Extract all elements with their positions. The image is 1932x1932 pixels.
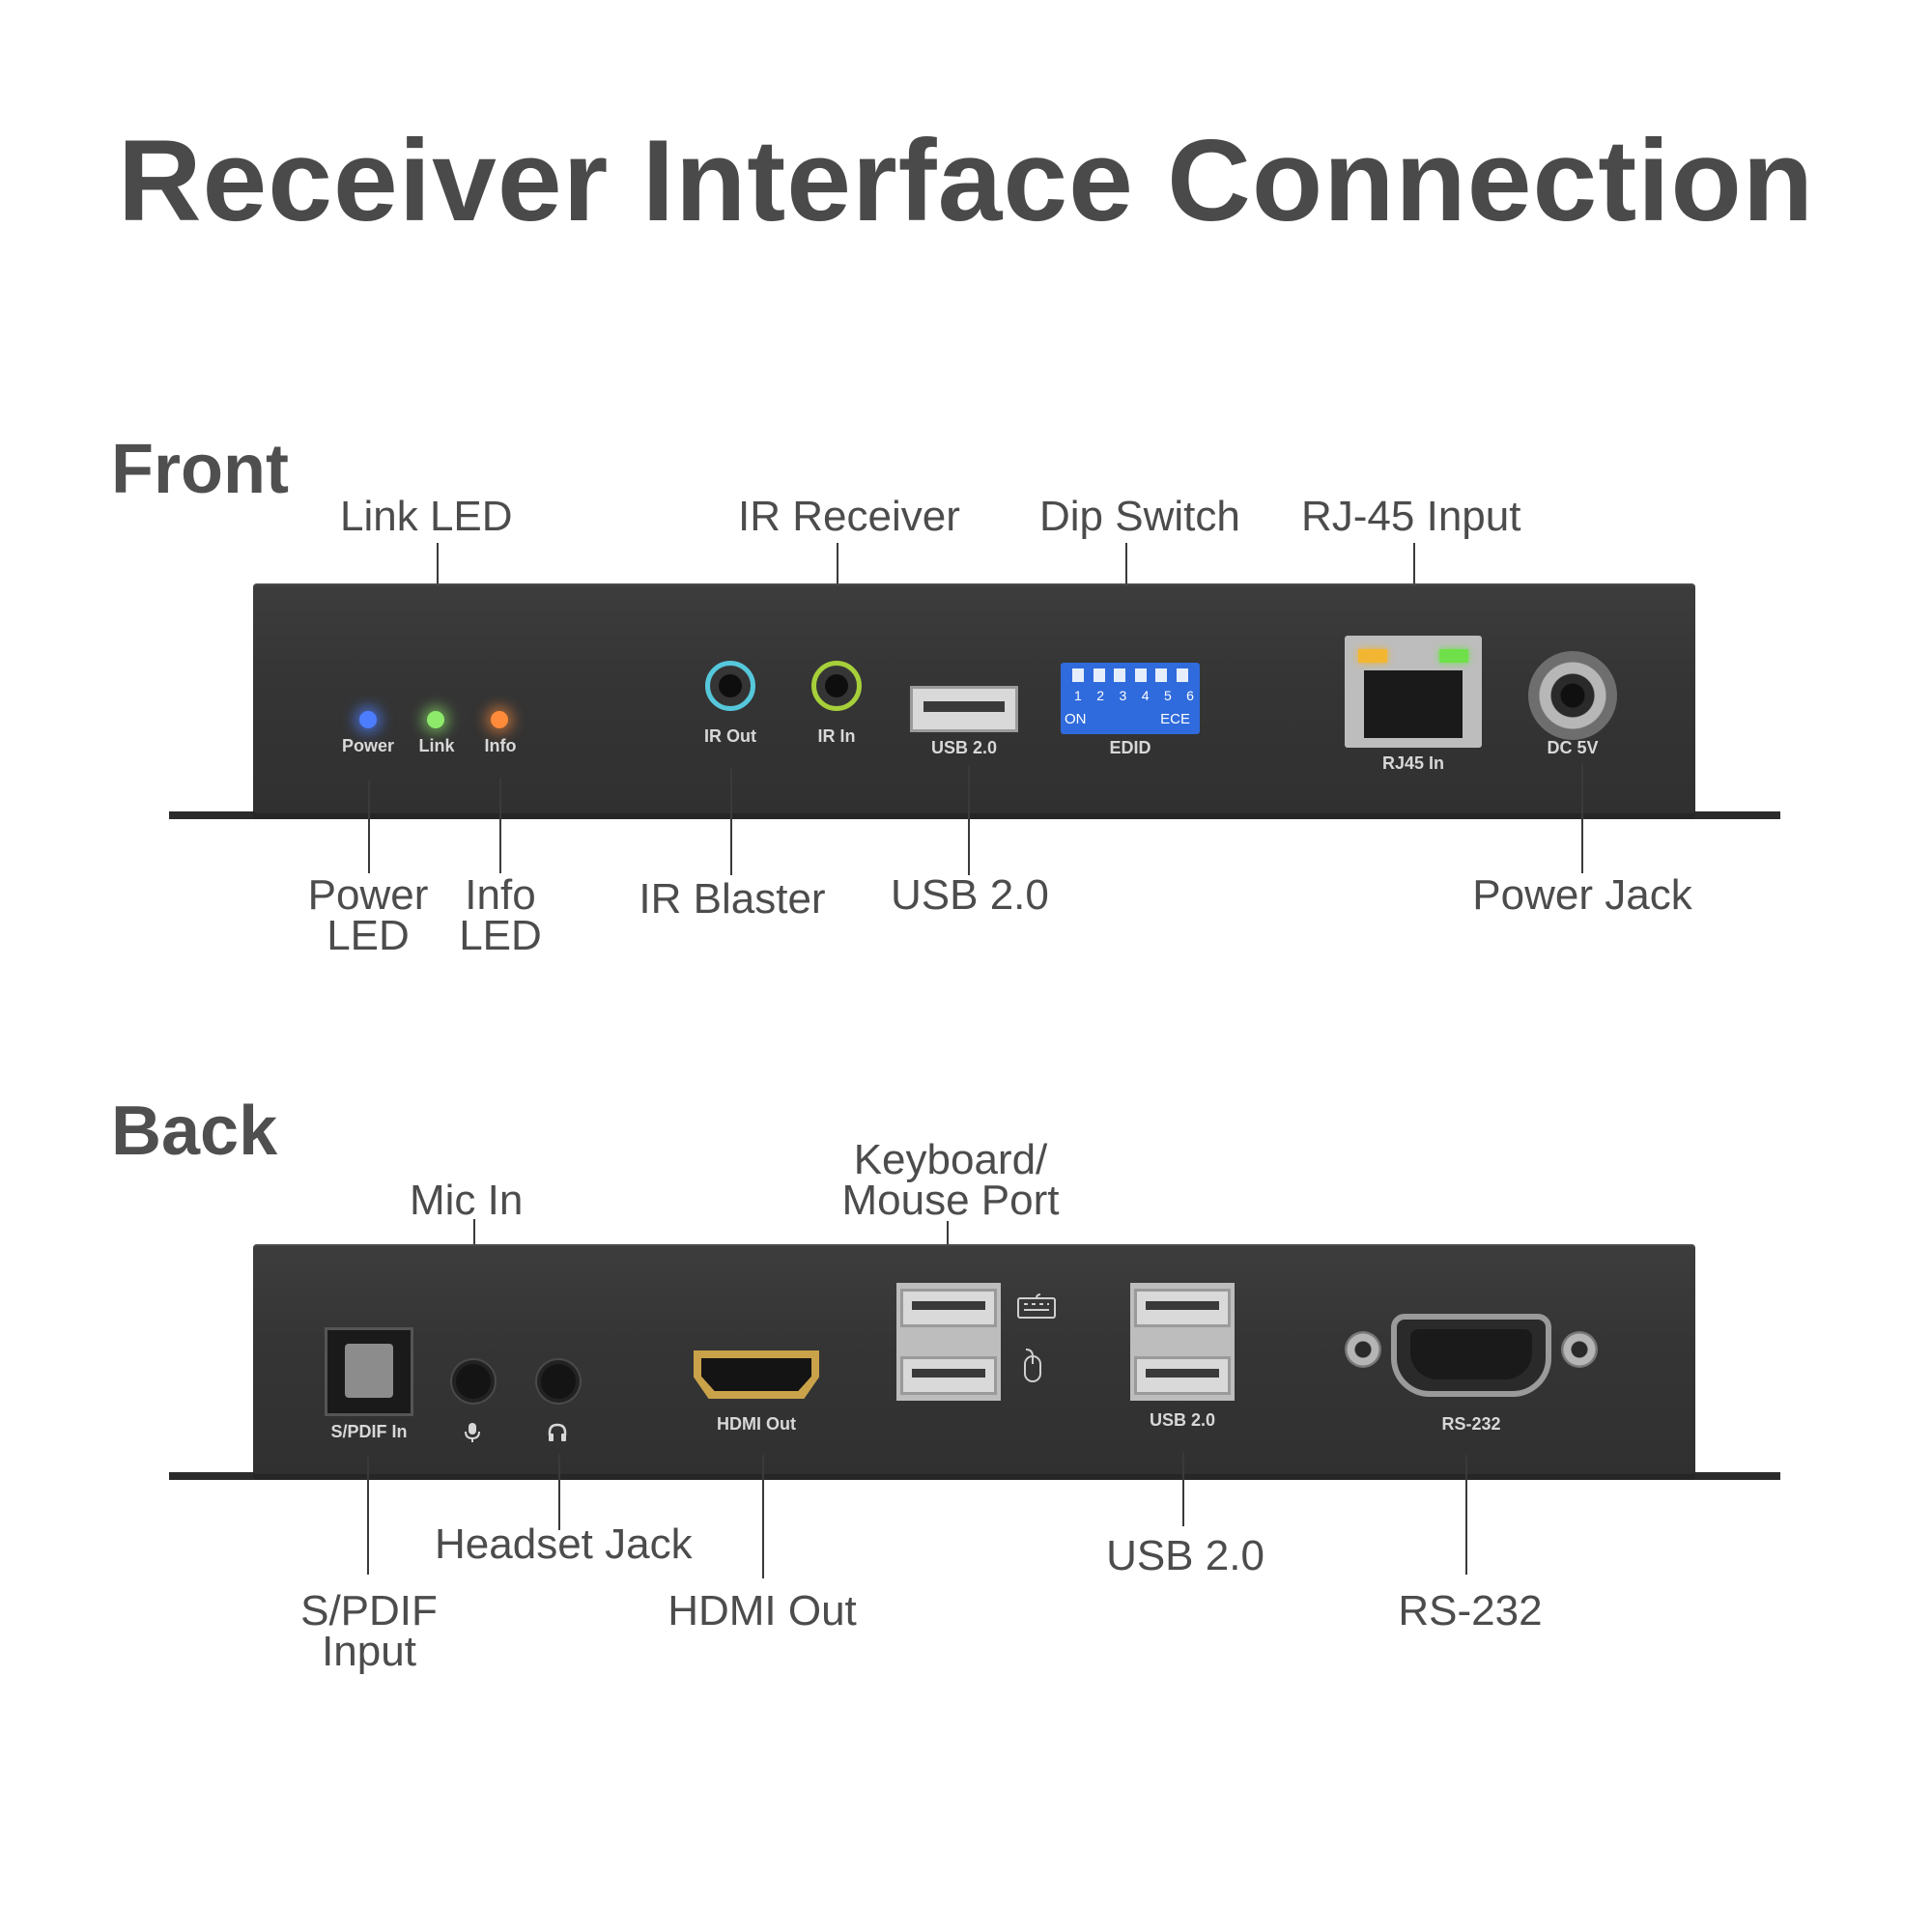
- leader-spdif: [367, 1457, 369, 1575]
- mouse-icon: [1024, 1349, 1041, 1382]
- callout-mic-in: Mic In: [410, 1177, 524, 1224]
- callout-ir-blaster: IR Blaster: [639, 875, 826, 923]
- headset-jack: [537, 1360, 580, 1403]
- power-led: [359, 711, 377, 728]
- rs232-screw-left: [1345, 1331, 1381, 1368]
- callout-back-usb: USB 2.0: [1106, 1532, 1264, 1579]
- callout-rj45-input: RJ-45 Input: [1301, 493, 1521, 540]
- back-section-title: Back: [111, 1093, 278, 1170]
- leader-back-usb: [1182, 1453, 1184, 1526]
- rj45-port: [1345, 636, 1482, 748]
- silk-rs232: RS-232: [1441, 1414, 1501, 1434]
- callout-dip-switch: Dip Switch: [1039, 493, 1240, 540]
- dip-ece-label: ECE: [1160, 711, 1190, 727]
- silk-front-usb: USB 2.0: [930, 738, 998, 757]
- rj45-activity-led: [1358, 649, 1387, 663]
- info-led: [491, 711, 508, 728]
- microphone-icon: [465, 1423, 480, 1442]
- silk-power: Power: [341, 736, 395, 755]
- silk-link: Link: [418, 736, 455, 755]
- leader-front-usb: [968, 765, 970, 875]
- keyboard-icon: [1017, 1293, 1056, 1319]
- leader-headset: [558, 1455, 560, 1530]
- callout-rs232: RS-232: [1398, 1587, 1543, 1634]
- dip-on-label: ON: [1065, 711, 1087, 727]
- front-panel: Power Link Info IR Out IR In USB 2.0 1 2…: [253, 583, 1695, 819]
- dip-numbers: 1 2 3 4 5 6: [1074, 688, 1194, 703]
- rs232-port: [1391, 1314, 1551, 1397]
- silk-rj45: RJ45 In: [1381, 753, 1445, 773]
- leader-ir-blaster: [730, 769, 732, 875]
- callout-link-led: Link LED: [340, 493, 513, 540]
- callout-hdmi: HDMI Out: [668, 1587, 857, 1634]
- silk-back-usb: USB 2.0: [1149, 1410, 1216, 1430]
- page-title: Receiver Interface Connection: [117, 116, 1815, 245]
- mic-jack: [452, 1360, 495, 1403]
- ir-out-jack: [705, 661, 755, 711]
- hdmi-port: [694, 1350, 819, 1399]
- dc-power-jack: [1528, 651, 1617, 740]
- silk-edid: EDID: [1109, 738, 1151, 757]
- headphones-icon: [548, 1423, 567, 1441]
- link-led: [427, 711, 444, 728]
- back-panel: S/PDIF In HDMI Out USB 2.0 RS: [253, 1244, 1695, 1480]
- callout-power-jack: Power Jack: [1472, 871, 1692, 919]
- leader-info-led: [499, 779, 501, 873]
- dip-switch: 1 2 3 4 5 6 ON ECE: [1061, 663, 1200, 734]
- leader-rs232: [1465, 1455, 1467, 1575]
- front-usb-port: [910, 686, 1018, 732]
- keyboard-mouse-usb-stack: [896, 1283, 1001, 1401]
- callout-front-usb: USB 2.0: [891, 871, 1049, 919]
- ir-in-jack: [811, 661, 862, 711]
- front-section-title: Front: [111, 431, 289, 508]
- silk-hdmi: HDMI Out: [717, 1414, 796, 1434]
- rj45-socket: [1364, 670, 1463, 738]
- leader-power-led: [368, 781, 370, 873]
- rs232-screw-right: [1561, 1331, 1598, 1368]
- silk-ir-out: IR Out: [704, 726, 756, 746]
- silk-info: Info: [484, 736, 517, 755]
- silk-ir-in: IR In: [817, 726, 856, 746]
- callout-keyboard-mouse: Keyboard/Mouse Port: [841, 1136, 1060, 1224]
- leader-hdmi: [762, 1455, 764, 1578]
- callout-headset: Headset Jack: [435, 1520, 693, 1568]
- dip-levers: [1072, 668, 1188, 682]
- leader-rj45: [1413, 543, 1415, 622]
- silk-spdif: S/PDIF In: [330, 1422, 408, 1441]
- callout-ir-receiver: IR Receiver: [738, 493, 960, 540]
- silk-dc: DC 5V: [1547, 738, 1599, 757]
- spdif-port: [325, 1327, 413, 1416]
- spdif-shutter: [345, 1344, 393, 1398]
- back-usb-stack: [1130, 1283, 1235, 1401]
- rj45-link-led: [1439, 649, 1468, 663]
- leader-power-jack: [1581, 763, 1583, 873]
